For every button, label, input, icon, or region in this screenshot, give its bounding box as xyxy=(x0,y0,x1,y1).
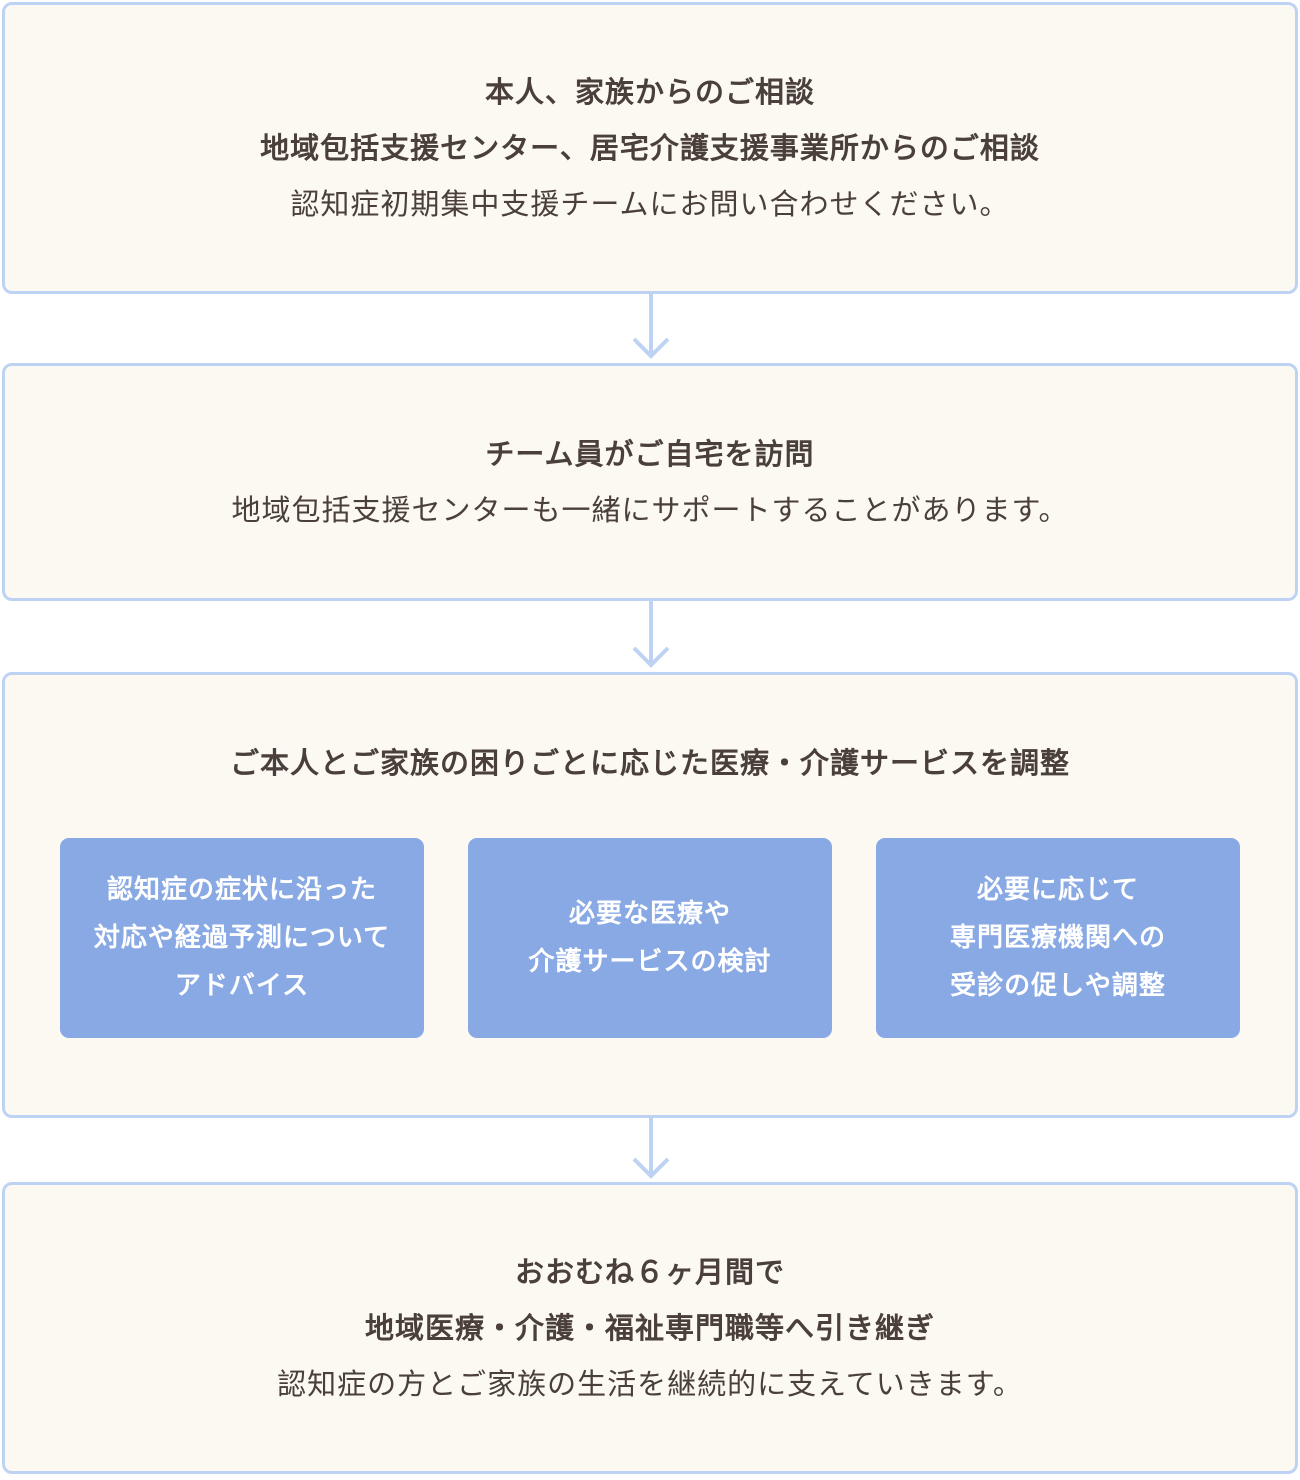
step-4-heading-line-2: 地域医療・介護・福祉専門職等へ引き継ぎ xyxy=(364,1311,935,1345)
step-4-description: 認知症の方とご家族の生活を継続的に支えていきます。 xyxy=(277,1367,1023,1401)
step-3-heading: ご本人とご家族の困りごとに応じた医療・介護サービスを調整 xyxy=(229,746,1070,780)
support-option-line: 認知症の症状に沿った xyxy=(106,875,377,905)
support-option-line: 対応や経過予測について xyxy=(93,923,391,953)
support-option-line: アドバイス xyxy=(174,971,310,1001)
step-1-description: 認知症初期集中支援チームにお問い合わせください。 xyxy=(290,187,1010,221)
step-2-box: チーム員がご自宅を訪問 地域包括支援センターも一緒にサポートすることがあります。 xyxy=(2,363,1298,601)
support-options-row: 認知症の症状に沿った 対応や経過予測について アドバイス 必要な医療や 介護サー… xyxy=(60,838,1240,1038)
step-1-box: 本人、家族からのご相談 地域包括支援センター、居宅介護支援事業所からのご相談 認… xyxy=(2,2,1298,294)
support-option-referral: 必要に応じて 専門医療機関への 受診の促しや調整 xyxy=(876,838,1240,1038)
support-option-service-review: 必要な医療や 介護サービスの検討 xyxy=(468,838,832,1038)
step-3-box: ご本人とご家族の困りごとに応じた医療・介護サービスを調整 認知症の症状に沿った … xyxy=(2,672,1298,1118)
step-1-heading-line-1: 本人、家族からのご相談 xyxy=(484,75,815,109)
step-1-heading-line-2: 地域包括支援センター、居宅介護支援事業所からのご相談 xyxy=(260,131,1040,165)
support-option-line: 必要に応じて xyxy=(976,875,1139,905)
step-4-heading-line-1: おおむね６ヶ月間で xyxy=(514,1255,785,1289)
support-option-line: 専門医療機関への xyxy=(949,923,1166,953)
support-option-line: 必要な医療や xyxy=(568,899,731,929)
step-4-box: おおむね６ヶ月間で 地域医療・介護・福祉専門職等へ引き継ぎ 認知症の方とご家族の… xyxy=(2,1182,1298,1474)
arrow-down-icon xyxy=(631,1118,671,1180)
step-2-description: 地域包括支援センターも一緒にサポートすることがあります。 xyxy=(231,493,1069,527)
arrow-down-icon xyxy=(631,601,671,669)
support-option-line: 介護サービスの検討 xyxy=(528,947,772,977)
support-option-line: 受診の促しや調整 xyxy=(950,971,1166,1001)
arrow-down-icon xyxy=(631,294,671,360)
step-2-heading: チーム員がご自宅を訪問 xyxy=(485,437,815,471)
support-option-advice: 認知症の症状に沿った 対応や経過予測について アドバイス xyxy=(60,838,424,1038)
